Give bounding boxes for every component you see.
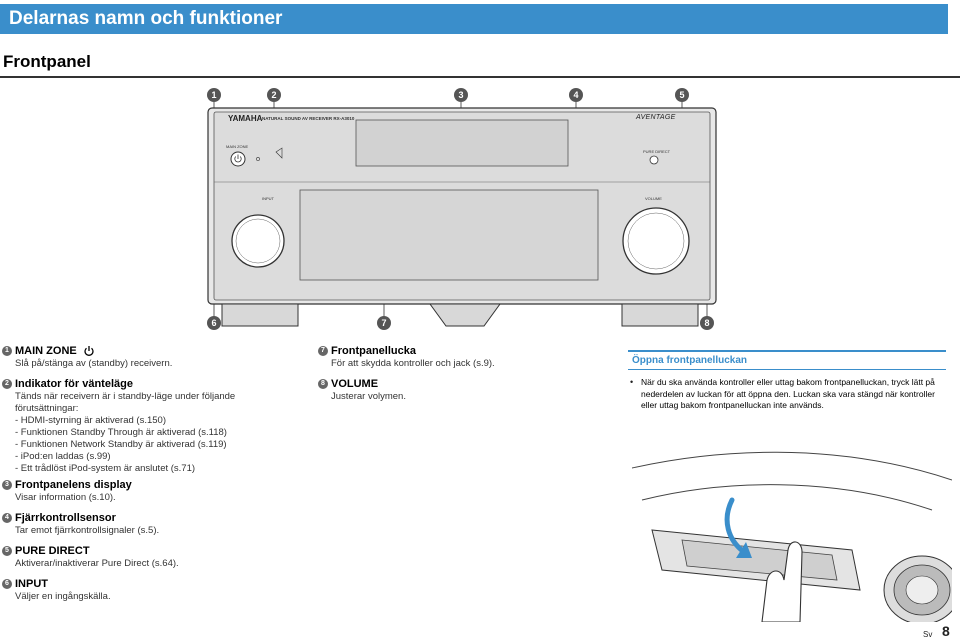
power-icon [84, 346, 94, 357]
item-description: - Funktionen Network Standby är aktivera… [15, 439, 227, 450]
header-bar: Delarnas namn och funktioner [0, 4, 948, 34]
item-description: Slå på/stänga av (standby) receivern. [15, 358, 173, 369]
receiver-front-panel-diagram [207, 102, 717, 327]
brand-right-text: AVENTAGE [636, 114, 676, 121]
item-description: - HDMI-styrning är aktiverad (s.150) [15, 415, 166, 426]
item-description: Visar information (s.10). [15, 492, 116, 503]
box-title: Öppna frontpanelluckan [632, 355, 748, 366]
box-title-rule [628, 369, 946, 370]
section-title: Frontpanel [3, 52, 91, 71]
item-number: 2 [2, 379, 12, 390]
item-description: - Funktionen Standby Through är aktivera… [15, 427, 227, 438]
model-line-text: NATURAL SOUND AV RECEIVER RX-A3010 [262, 116, 355, 121]
box-top-rule [628, 350, 946, 352]
item-title: Fjärrkontrollsensor [15, 512, 116, 524]
callout-3: 3 [454, 88, 468, 102]
item-description: Väljer en ingångskälla. [15, 591, 111, 602]
item-description: Aktiverar/inaktiverar Pure Direct (s.64)… [15, 558, 179, 569]
item-number: 5 [2, 546, 12, 557]
item-title: INPUT [15, 578, 48, 590]
item-number: 4 [2, 513, 12, 524]
box-bullet: • [630, 377, 634, 387]
callout-6: 6 [207, 316, 221, 330]
callout-2: 2 [267, 88, 281, 102]
item-description: Tar emot fjärrkontrollsignaler (s.5). [15, 525, 160, 536]
callout-4: 4 [569, 88, 583, 102]
item-number: 7 [318, 346, 328, 357]
footer-language: Sv [923, 630, 933, 639]
callout-7: 7 [377, 316, 391, 330]
item-description: För att skydda kontroller och jack (s.9)… [331, 358, 495, 369]
pure-direct-label: PURE DIRECT [643, 149, 671, 154]
item-title: PURE DIRECT [15, 545, 90, 557]
item-title: VOLUME [331, 378, 379, 390]
input-label: INPUT [262, 196, 274, 201]
item-description: - Ett trådlöst iPod-system är anslutet (… [15, 463, 196, 474]
item-title: MAIN ZONE [15, 345, 77, 357]
item-title: Indikator för vänteläge [15, 378, 133, 390]
item-description: förutsättningar: [15, 403, 79, 414]
brand-logo-text: YAMAHA [228, 114, 263, 123]
page-number: 8 [942, 623, 950, 639]
item-number: 1 [2, 346, 12, 357]
item-number: 3 [2, 480, 12, 491]
item-title: Frontpanelens display [15, 479, 132, 491]
main-zone-label: MAIN ZONE [226, 144, 249, 149]
section-divider [0, 76, 960, 78]
callout-8: 8 [700, 316, 714, 330]
item-number: 6 [2, 579, 12, 590]
item-description: Justerar volymen. [331, 391, 406, 402]
volume-label: VOLUME [645, 196, 662, 201]
box-text: När du ska använda kontroller eller utta… [641, 377, 935, 410]
callout-5: 5 [675, 88, 689, 102]
item-number: 8 [318, 379, 328, 390]
item-description: - iPod:en laddas (s.99) [15, 451, 111, 462]
door-opening-illustration [632, 451, 952, 622]
page-heading: Delarnas namn och funktioner [9, 8, 283, 29]
item-title: Frontpanellucka [331, 345, 416, 357]
callout-1: 1 [207, 88, 221, 102]
item-description: Tänds när receivern är i standby-läge un… [15, 391, 236, 402]
